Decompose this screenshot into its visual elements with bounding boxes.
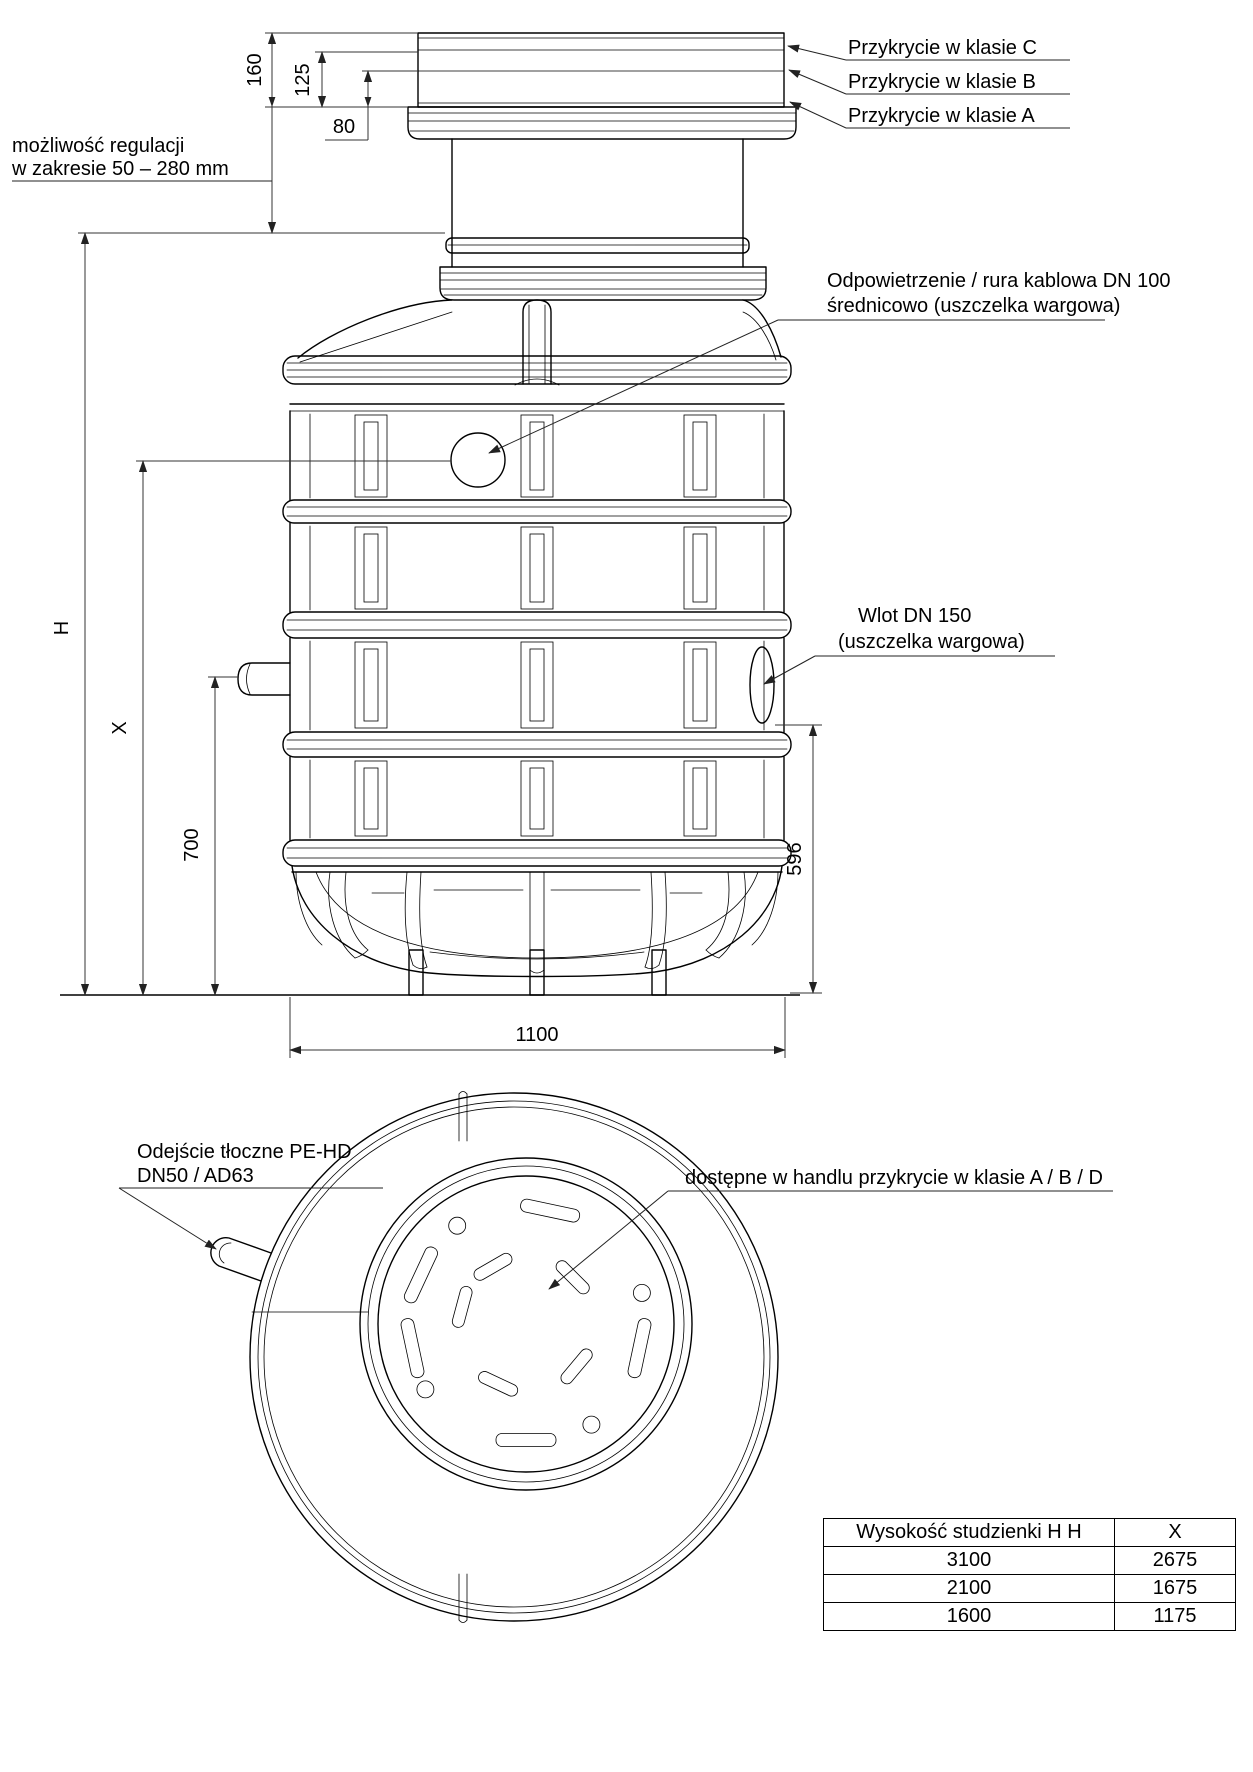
dim-80: 80: [333, 116, 355, 138]
shoulder-band: [282, 355, 792, 412]
vent-snorkel: [522, 299, 552, 385]
dim-1100: 1100: [515, 1024, 558, 1046]
adjustment-note: możliwość regulacji w zakresie 50 – 280 …: [11, 135, 272, 182]
dim-596: 596: [784, 842, 806, 875]
rib-band: [282, 839, 792, 867]
table-cell-height: 2100: [823, 1574, 1115, 1603]
table-cell-x: 2675: [1114, 1546, 1236, 1575]
table-row: 3100 2675: [823, 1546, 1236, 1575]
inlet-label: Wlot DN 150 (uszczelka wargowa): [763, 605, 1055, 685]
rib-seam-marks: [458, 1091, 468, 1623]
rib-band: [282, 611, 792, 639]
table-cell-height: 1600: [823, 1602, 1115, 1631]
dim-X: X: [109, 721, 131, 734]
dim-125: 125: [292, 63, 314, 96]
inlet-label-line1: Wlot DN 150: [858, 605, 971, 627]
cover-flange: [407, 106, 797, 140]
vent-pipe-label-line1: Odpowietrzenie / rura kablowa DN 100: [827, 270, 1171, 292]
riser-tube: [445, 138, 750, 268]
pressure-outlet-top: [210, 1236, 272, 1282]
cover-class-a-label: Przykrycie w klasie A: [848, 105, 1035, 127]
top-view-pump-station: Odejście tłoczne PE-HD DN50 / AD63 dostę…: [118, 1091, 1113, 1623]
table-cell-x: 1175: [1114, 1602, 1236, 1631]
table-cell-height: 3100: [823, 1546, 1115, 1575]
vent-pipe-label-line2: średnicowo (uszczelka wargowa): [827, 295, 1120, 317]
cover-slot-pattern: [400, 1198, 652, 1447]
dim-H: H: [51, 621, 73, 635]
well-height-table: Wysokość studzienki H H X 3100 2675 2100…: [823, 1518, 1236, 1631]
table-row: 2100 1675: [823, 1574, 1236, 1603]
cover-ring-outer: [359, 1157, 693, 1491]
adjustment-note-line2: w zakresie 50 – 280 mm: [11, 158, 229, 180]
outlet-label: Odejście tłoczne PE-HD DN50 / AD63: [118, 1141, 383, 1250]
table-row: 1600 1175: [823, 1602, 1236, 1631]
tank-panel-row-1: [289, 410, 785, 501]
tank-panel-row-3: [237, 637, 785, 733]
cover-availability-text: dostępne w handlu przykrycie w klasie A …: [685, 1167, 1103, 1189]
cover-availability-note: dostępne w handlu przykrycie w klasie A …: [548, 1167, 1113, 1290]
cover-class-b-label: Przykrycie w klasie B: [848, 71, 1036, 93]
table-header-x: X: [1114, 1518, 1236, 1547]
table-header-height: Wysokość studzienki H H: [823, 1518, 1115, 1547]
dimension-lines: H X 700 596 1100 160: [51, 32, 822, 1058]
telescopic-cover: [417, 32, 785, 108]
inlet-dn150: [749, 646, 775, 724]
tank-foot: [529, 949, 545, 996]
outlet-label-line2: DN50 / AD63: [137, 1165, 254, 1187]
tank-panel-row-2: [289, 522, 785, 613]
pressure-outlet-side: [237, 662, 291, 696]
vent-pipe-label: Odpowietrzenie / rura kablowa DN 100 śre…: [488, 270, 1171, 454]
table-header-row: Wysokość studzienki H H X: [823, 1518, 1236, 1547]
inlet-label-line2: (uszczelka wargowa): [838, 631, 1025, 653]
adjustment-note-line1: możliwość regulacji: [12, 135, 184, 157]
table-cell-x: 1675: [1114, 1574, 1236, 1603]
side-view-pump-station: H X 700 596 1100 160: [11, 32, 1171, 1058]
tank-dome: [297, 299, 782, 386]
vent-hole: [450, 432, 506, 488]
rib-band: [282, 731, 792, 758]
outlet-label-line1: Odejście tłoczne PE-HD: [137, 1141, 352, 1163]
dim-160: 160: [244, 53, 266, 86]
tank-panel-row-4: [289, 756, 785, 841]
tank-outer-rim: [249, 1092, 779, 1622]
cover-class-labels: Przykrycie w klasie C Przykrycie w klasi…: [787, 37, 1070, 129]
tank-top-flange: [439, 266, 767, 301]
manhole-cover: [377, 1175, 675, 1473]
tank-base-skirt: [291, 865, 783, 996]
cover-class-c-label: Przykrycie w klasie C: [848, 37, 1037, 59]
dim-700: 700: [181, 828, 203, 861]
rib-band: [282, 499, 792, 524]
